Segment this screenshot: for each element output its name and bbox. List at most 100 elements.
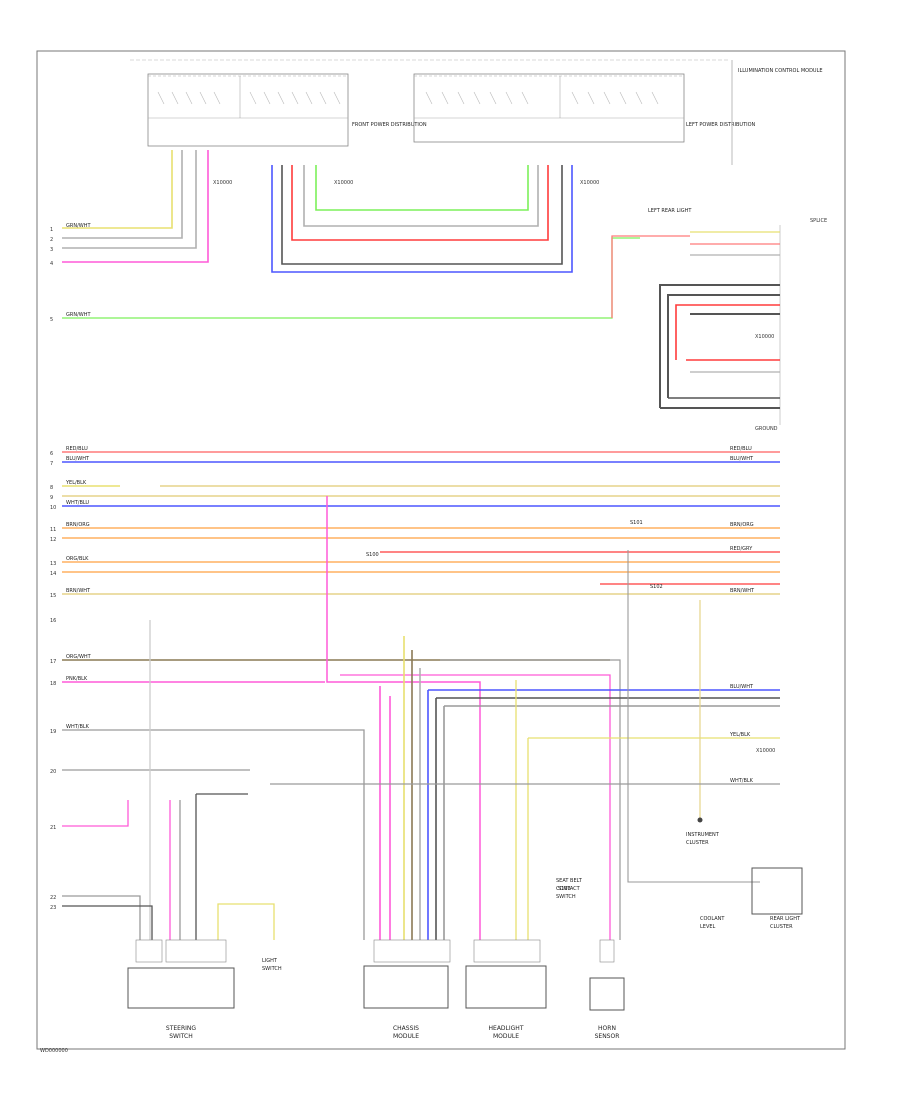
- wire-label-7: BRN/ORG: [66, 522, 90, 528]
- chassis-module-component: CHASSIS MODULE: [363, 965, 449, 1040]
- wire-label-9: BRN/WHT: [66, 588, 91, 594]
- coolant-label-1: COOLANT: [700, 916, 725, 922]
- steering-switch-component: STEERING SWITCH: [127, 967, 235, 1040]
- wire-label-r8: WHT/BLK: [730, 778, 754, 784]
- wire-label-r2: BLU/WHT: [730, 456, 754, 462]
- splice-label-4: S103: [558, 886, 571, 892]
- seat-belt-label-3: SWITCH: [556, 894, 576, 900]
- steering-switch-label-1: STEERING: [166, 1025, 196, 1032]
- steering-switch-label-2: SWITCH: [169, 1033, 193, 1040]
- wire-gray-center: [440, 659, 621, 940]
- left-pin-16: 16: [50, 618, 56, 624]
- right-upper-module: LEFT REAR LIGHT X10000 GROUND SPLICE: [648, 208, 827, 432]
- left-pin-13: 13: [50, 561, 56, 567]
- instrument-cluster-label-2: CLUSTER: [686, 840, 709, 846]
- left-pin-1: 1: [50, 227, 53, 233]
- left-pin-10: 10: [50, 505, 56, 511]
- wire-bundle-top-left: [62, 150, 209, 263]
- headlight-module-label-2: MODULE: [493, 1033, 519, 1040]
- seat-belt-label-2: CONTACT: [556, 886, 581, 892]
- wire-label-r1: RED/BLU: [730, 446, 752, 452]
- wire-label-1: GRN/WHT: [66, 223, 91, 229]
- seat-belt-label-1: SEAT BELT: [556, 878, 583, 884]
- horn-sensor-label-2: SENSOR: [595, 1033, 620, 1040]
- chassis-module-label-1: CHASSIS: [393, 1025, 419, 1032]
- rear-light-cluster-component: REAR LIGHT CLUSTER COOLANT LEVEL: [700, 867, 803, 930]
- left-pin-2: 2: [50, 237, 53, 243]
- wire-label-8: ORG/BLK: [66, 556, 89, 562]
- wire-bundle-chassis: [379, 636, 780, 940]
- connector-label-top-right: X10000: [580, 180, 599, 186]
- light-switch-label-1: LIGHT: [262, 958, 278, 964]
- left-power-distribution-label: LEFT POWER DISTRIBUTION: [686, 122, 756, 128]
- wire-label-2: GRN/WHT: [66, 312, 91, 318]
- wire-label-11: PNK/BLK: [66, 676, 88, 682]
- wire-gray-rear: [627, 550, 760, 883]
- rear-light-label-2: CLUSTER: [770, 924, 793, 930]
- wire-label-12: WHT/BLK: [66, 724, 90, 730]
- left-pin-6: 6: [50, 451, 53, 457]
- connector-label-top-left: X10000: [213, 180, 232, 186]
- wire-bundle-lower-left: [62, 620, 780, 940]
- wire-label-r4: RED/GRY: [730, 546, 753, 552]
- left-pin-9: 9: [50, 495, 53, 501]
- instrument-cluster-component: INSTRUMENT CLUSTER: [686, 832, 720, 846]
- wire-label-4: BLU/WHT: [66, 456, 90, 462]
- left-pin-5: 5: [50, 317, 53, 323]
- wire-label-10: ORG/WHT: [66, 654, 92, 660]
- left-pin-3: 3: [50, 247, 53, 253]
- wire-label-6: WHT/BLU: [66, 500, 89, 506]
- left-pin-22: 22: [50, 895, 56, 901]
- splice-label-3: S102: [650, 584, 663, 590]
- wire-red-upper: [611, 235, 690, 318]
- connector-label-right-upper: X10000: [755, 334, 774, 340]
- connector-label-right-lower: X10000: [756, 748, 775, 754]
- wire-pink-vertical-2: [340, 674, 611, 940]
- right-module-splice-label: SPLICE: [810, 218, 827, 224]
- illumination-control-label: ILLUMINATION CONTROL MODULE: [738, 68, 823, 74]
- chassis-module-label-2: MODULE: [393, 1033, 419, 1040]
- left-pin-20: 20: [50, 769, 56, 775]
- headlight-module-component: HEADLIGHT MODULE: [465, 965, 547, 1040]
- horn-sensor-label-1: HORN: [598, 1025, 616, 1032]
- rear-light-label-1: REAR LIGHT: [770, 916, 801, 922]
- left-pin-23: 23: [50, 905, 56, 911]
- left-pin-11: 11: [50, 527, 56, 533]
- wire-label-r5: BRN/WHT: [730, 588, 755, 594]
- light-switch-label-2: SWITCH: [262, 966, 282, 972]
- headlight-module-label-1: HEADLIGHT: [489, 1025, 524, 1032]
- horizontal-bus-wires: [62, 451, 780, 683]
- right-module-ground-label: GROUND: [755, 426, 778, 432]
- left-pin-labels: 1 2 3 4 5 6 7 8 9 10 11 12 13 14 15 16 1…: [50, 227, 56, 911]
- left-pin-18: 18: [50, 681, 56, 687]
- wire-label-r6: BLU/WHT: [730, 684, 754, 690]
- left-pin-14: 14: [50, 571, 56, 577]
- splice-label-2: S101: [630, 520, 643, 526]
- connector-label-top-mid: X10000: [334, 180, 353, 186]
- left-pin-17: 17: [50, 659, 56, 665]
- wire-green-pin5: [62, 237, 640, 319]
- left-pin-8: 8: [50, 485, 53, 491]
- left-pin-15: 15: [50, 593, 56, 599]
- front-power-distribution-module: FRONT POWER DISTRIBUTION: [147, 73, 427, 147]
- instrument-cluster-label-1: INSTRUMENT: [686, 832, 720, 838]
- left-power-distribution-module: LEFT POWER DISTRIBUTION: [413, 73, 756, 143]
- wire-color-labels: GRN/WHT GRN/WHT RED/BLU BLU/WHT YEL/BLK …: [65, 223, 755, 784]
- left-pin-4: 4: [50, 261, 53, 267]
- wire-label-3: RED/BLU: [66, 446, 88, 452]
- connector-stubs: [135, 939, 615, 963]
- footer-code: WD000000: [40, 1048, 68, 1054]
- splice-label-1: S100: [366, 552, 379, 558]
- wire-label-r7: YEL/BLK: [729, 732, 751, 738]
- left-pin-12: 12: [50, 537, 56, 543]
- diagram-frame: [36, 50, 846, 1050]
- wire-label-r3: BRN/ORG: [730, 522, 754, 528]
- left-pin-7: 7: [50, 461, 53, 467]
- left-pin-21: 21: [50, 825, 56, 831]
- horn-sensor-component: HORN SENSOR: [589, 977, 625, 1040]
- wire-label-5: YEL/BLK: [65, 480, 87, 486]
- wire-loop-top-middle: [271, 165, 573, 273]
- light-switch-component: LIGHT SWITCH: [262, 958, 282, 972]
